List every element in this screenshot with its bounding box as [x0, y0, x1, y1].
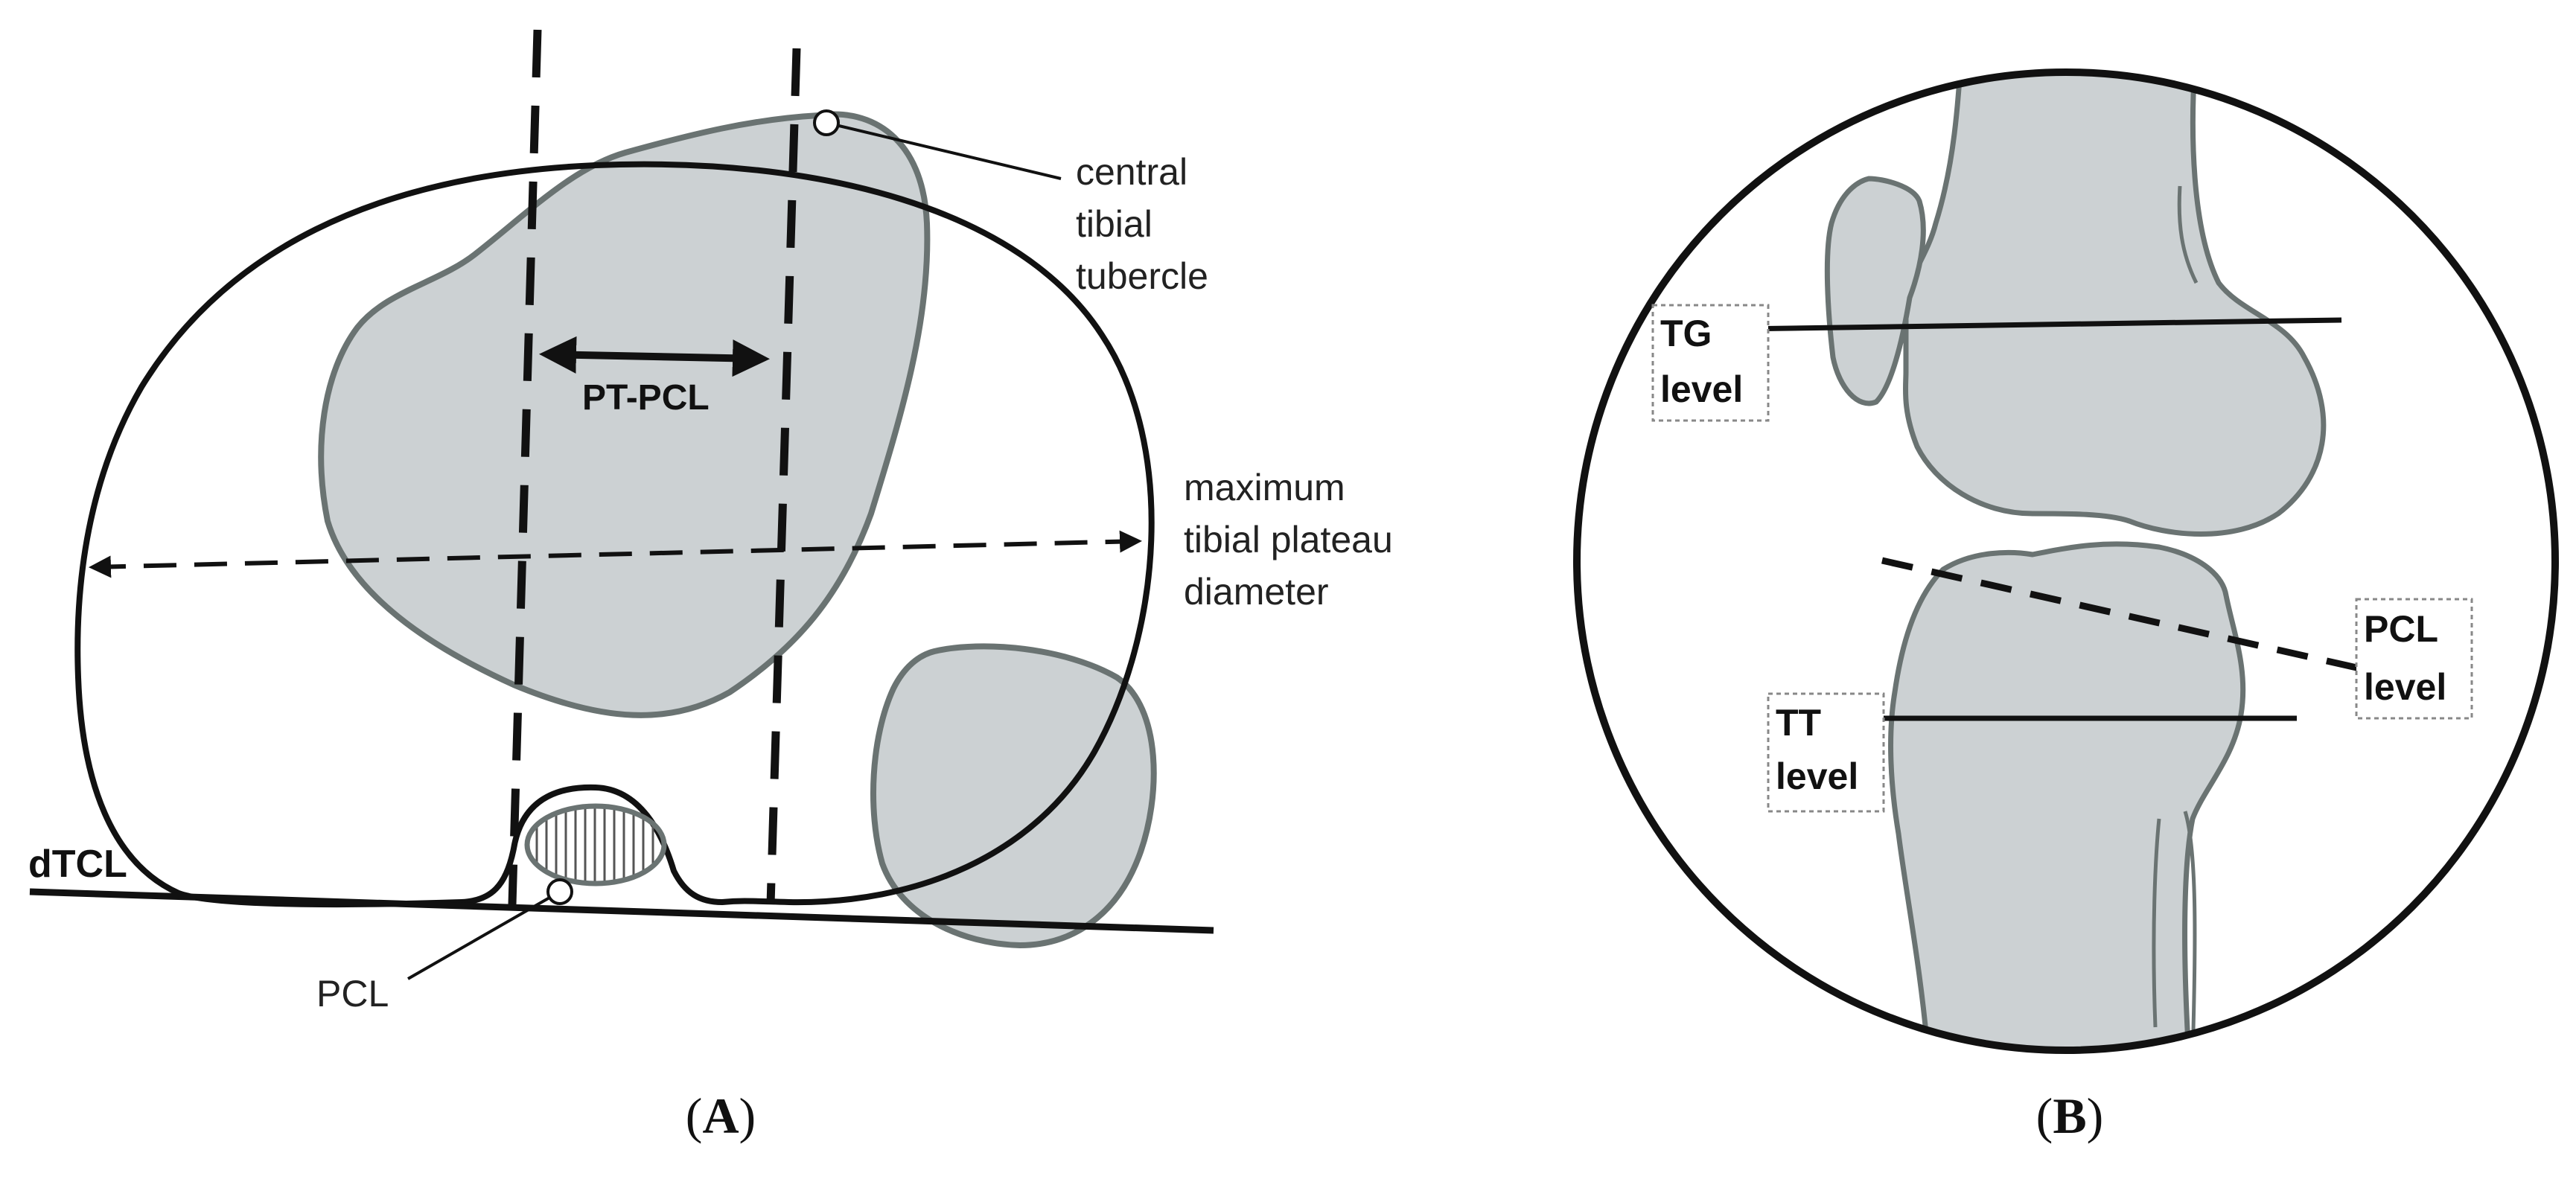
vertical-line-tubercle — [766, 48, 801, 905]
panel-a-caption: (A) — [686, 1087, 756, 1144]
dtcl-label: dTCL — [28, 843, 127, 886]
femur-contour — [2177, 185, 2199, 284]
tibia — [1888, 541, 2246, 1050]
pcl-label: PCL — [316, 973, 389, 1015]
pcl-level-label: PCL level — [2355, 598, 2473, 720]
panel-a: central tibial tubercle PT-PCL maximum t… — [28, 29, 1403, 1144]
pt-pcl-arrow — [539, 336, 770, 377]
central-tubercle-label: central tibial tubercle — [1076, 151, 1208, 297]
fibula — [2183, 811, 2197, 1050]
pcl-level-line — [1881, 557, 2361, 672]
pcl-point — [546, 878, 573, 905]
tibia-contour — [2152, 818, 2161, 1028]
tg-level-line — [1738, 317, 2342, 332]
svg-text:TT level: TT level — [1776, 702, 1858, 797]
tibial-plateau-outline — [74, 161, 1155, 908]
panel-b: TG level PCL level TT level (B) — [1573, 68, 2559, 1144]
vertical-line-pcl — [508, 29, 542, 905]
femur — [1902, 72, 2327, 537]
pcl-leader — [407, 890, 561, 980]
max-diameter-arrow — [89, 530, 1142, 578]
tibial-tubercle-region — [870, 643, 1157, 949]
central-tubercle-point — [813, 109, 840, 136]
pt-pcl-label: PT-PCL — [582, 378, 710, 418]
pcl-insertion — [524, 803, 667, 886]
dtcl-line — [29, 888, 1214, 934]
tg-level-label: TG level — [1651, 304, 1770, 422]
panel-b-frame — [1573, 68, 2559, 1054]
svg-text:PCL level: PCL level — [2364, 608, 2448, 708]
svg-text:TG level: TG level — [1660, 313, 1743, 410]
panel-b-caption: (B) — [2036, 1087, 2104, 1144]
patella — [1824, 176, 1926, 406]
tt-level-label: TT level — [1767, 692, 1885, 813]
max-diameter-label: maximum tibial plateau diameter — [1184, 467, 1403, 613]
central-tubercle-leader — [826, 121, 1062, 180]
